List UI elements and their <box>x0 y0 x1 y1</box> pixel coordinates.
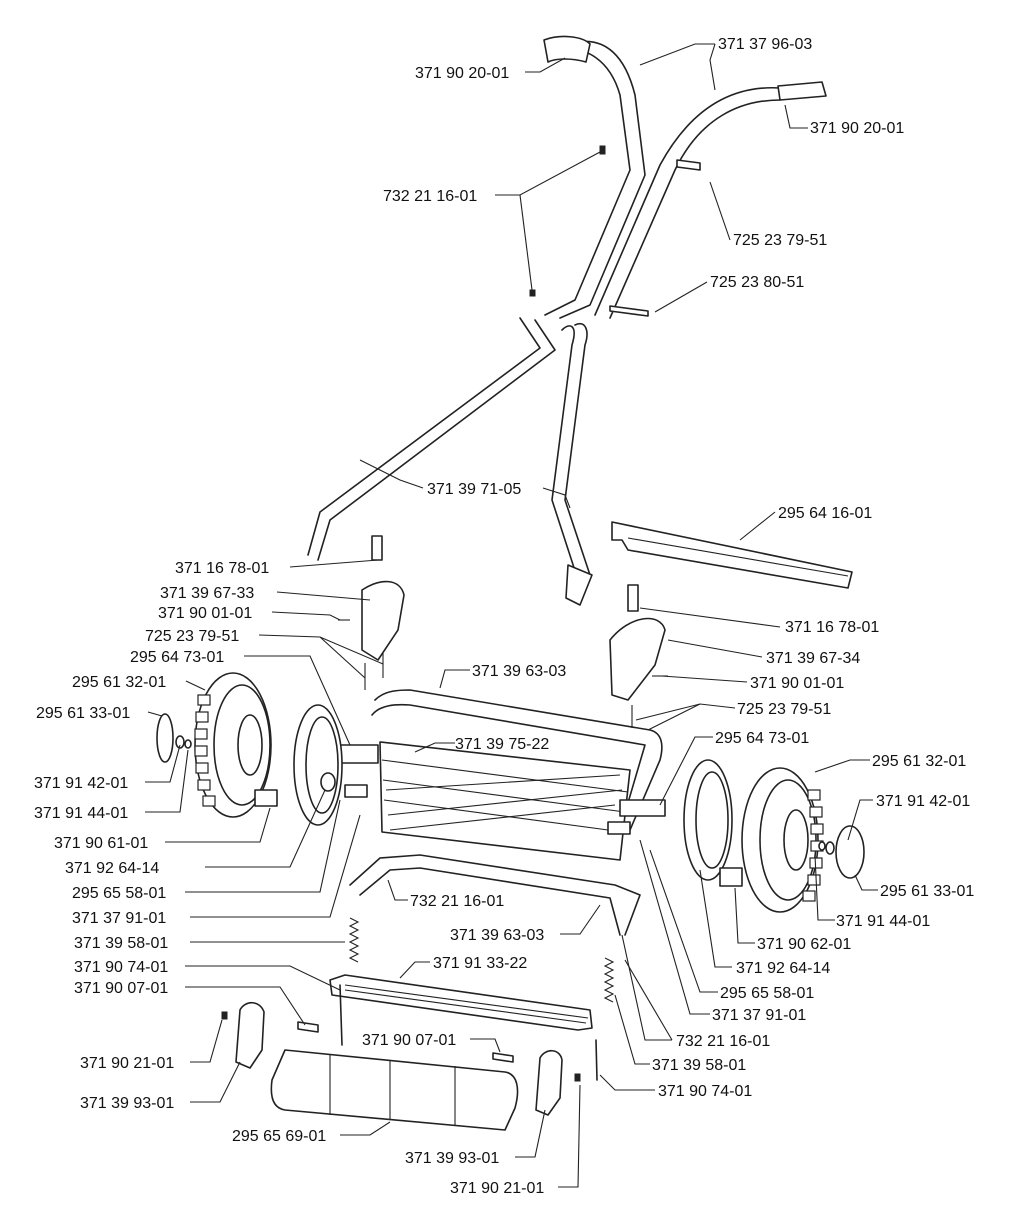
tread-left <box>194 694 216 807</box>
label-pin-frame-right: 732 21 16-01 <box>676 1033 770 1050</box>
label-sleeve-right: 371 37 91-01 <box>712 1007 806 1024</box>
label-circlip-left: 371 91 44-01 <box>34 805 128 822</box>
roller-assembly <box>221 1001 581 1131</box>
label-bolt-upper: 725 23 79-51 <box>733 232 827 249</box>
label-wheel-left: 295 61 32-01 <box>72 674 166 691</box>
label-pin-frame-mid: 732 21 16-01 <box>410 893 504 910</box>
label-grip-right: 371 90 20-01 <box>810 120 904 137</box>
label-bolt-lower: 725 23 80-51 <box>710 274 804 291</box>
label-bracket-right: 371 39 67-34 <box>766 650 860 667</box>
frame-bar-bottom <box>349 854 641 936</box>
label-screw-center: 371 90 07-01 <box>362 1032 456 1049</box>
label-handle-lower: 371 39 71-05 <box>427 481 521 498</box>
reel-assembly <box>337 741 666 861</box>
leader-lines <box>145 43 878 1188</box>
label-hubcap-inner-left: 295 64 73-01 <box>130 649 224 666</box>
label-deflector: 295 64 16-01 <box>778 505 872 522</box>
label-washer-left: 371 91 42-01 <box>34 775 128 792</box>
label-hubcap-inner-right: 295 64 73-01 <box>715 730 809 747</box>
label-screw-left: 371 90 07-01 <box>74 980 168 997</box>
label-frame-bar-bottom: 371 39 63-03 <box>450 927 544 944</box>
side-bracket-right <box>609 584 668 728</box>
label-bracket-left: 371 39 67-33 <box>160 585 254 602</box>
lawn-mower-drawing <box>156 35 865 1131</box>
label-pivot-left: 371 16 78-01 <box>175 560 269 577</box>
label-frame-bar-top: 371 39 63-03 <box>472 663 566 680</box>
label-roller: 295 65 69-01 <box>232 1128 326 1145</box>
label-sleeve-left: 371 37 91-01 <box>72 910 166 927</box>
label-clip-left: 371 90 21-01 <box>80 1055 174 1072</box>
label-pin-left: 371 90 01-01 <box>158 605 252 622</box>
side-bracket-left <box>338 535 405 690</box>
label-bolt-bracket-left: 725 23 79-51 <box>145 628 239 645</box>
label-spacer-right: 295 65 58-01 <box>720 985 814 1002</box>
rods <box>297 984 598 1081</box>
label-roller-bracket-right: 371 39 93-01 <box>405 1150 499 1167</box>
lower-handle-left <box>307 317 556 561</box>
label-spacer-left: 295 65 58-01 <box>72 885 166 902</box>
upper-handle <box>529 35 827 319</box>
label-grip-left: 371 90 20-01 <box>415 65 509 82</box>
label-handle-upper: 371 37 96-03 <box>718 36 812 53</box>
label-reel: 371 39 75-22 <box>455 736 549 753</box>
bed-knife <box>329 974 593 1031</box>
label-roller-bracket-left: 371 39 93-01 <box>80 1095 174 1112</box>
label-rod-right: 371 90 74-01 <box>658 1083 752 1100</box>
label-rod-left: 371 90 74-01 <box>74 959 168 976</box>
part-labels: 371 90 20-01 371 37 96-03 371 90 20-01 7… <box>34 36 974 1197</box>
frame-bar-top <box>371 689 663 831</box>
label-bushing-right: 371 92 64-14 <box>736 960 830 977</box>
label-pinion-left: 371 90 61-01 <box>54 835 148 852</box>
label-clip-right: 371 90 21-01 <box>450 1180 544 1197</box>
label-circlip-right: 371 91 44-01 <box>836 913 930 930</box>
label-washer-right: 371 91 42-01 <box>876 793 970 810</box>
label-cap-right: 295 61 33-01 <box>880 883 974 900</box>
label-pin-right: 371 90 01-01 <box>750 675 844 692</box>
label-spring-right: 371 39 58-01 <box>652 1057 746 1074</box>
wheel-right <box>683 759 865 913</box>
label-handle-pin-top: 732 21 16-01 <box>383 188 477 205</box>
label-bushing-left: 371 92 64-14 <box>65 860 159 877</box>
label-bolt-bracket-right: 725 23 79-51 <box>737 701 831 718</box>
springs <box>348 917 615 1003</box>
label-wheel-right: 295 61 32-01 <box>872 753 966 770</box>
lower-handle-right <box>551 323 593 606</box>
label-cap-left: 295 61 33-01 <box>36 705 130 722</box>
label-pivot-right: 371 16 78-01 <box>785 619 879 636</box>
rear-deflector <box>611 521 853 589</box>
label-spring-left: 371 39 58-01 <box>74 935 168 952</box>
label-pinion-right: 371 90 62-01 <box>757 936 851 953</box>
label-bed-knife: 371 91 33-22 <box>433 955 527 972</box>
wheel-left <box>156 672 343 826</box>
